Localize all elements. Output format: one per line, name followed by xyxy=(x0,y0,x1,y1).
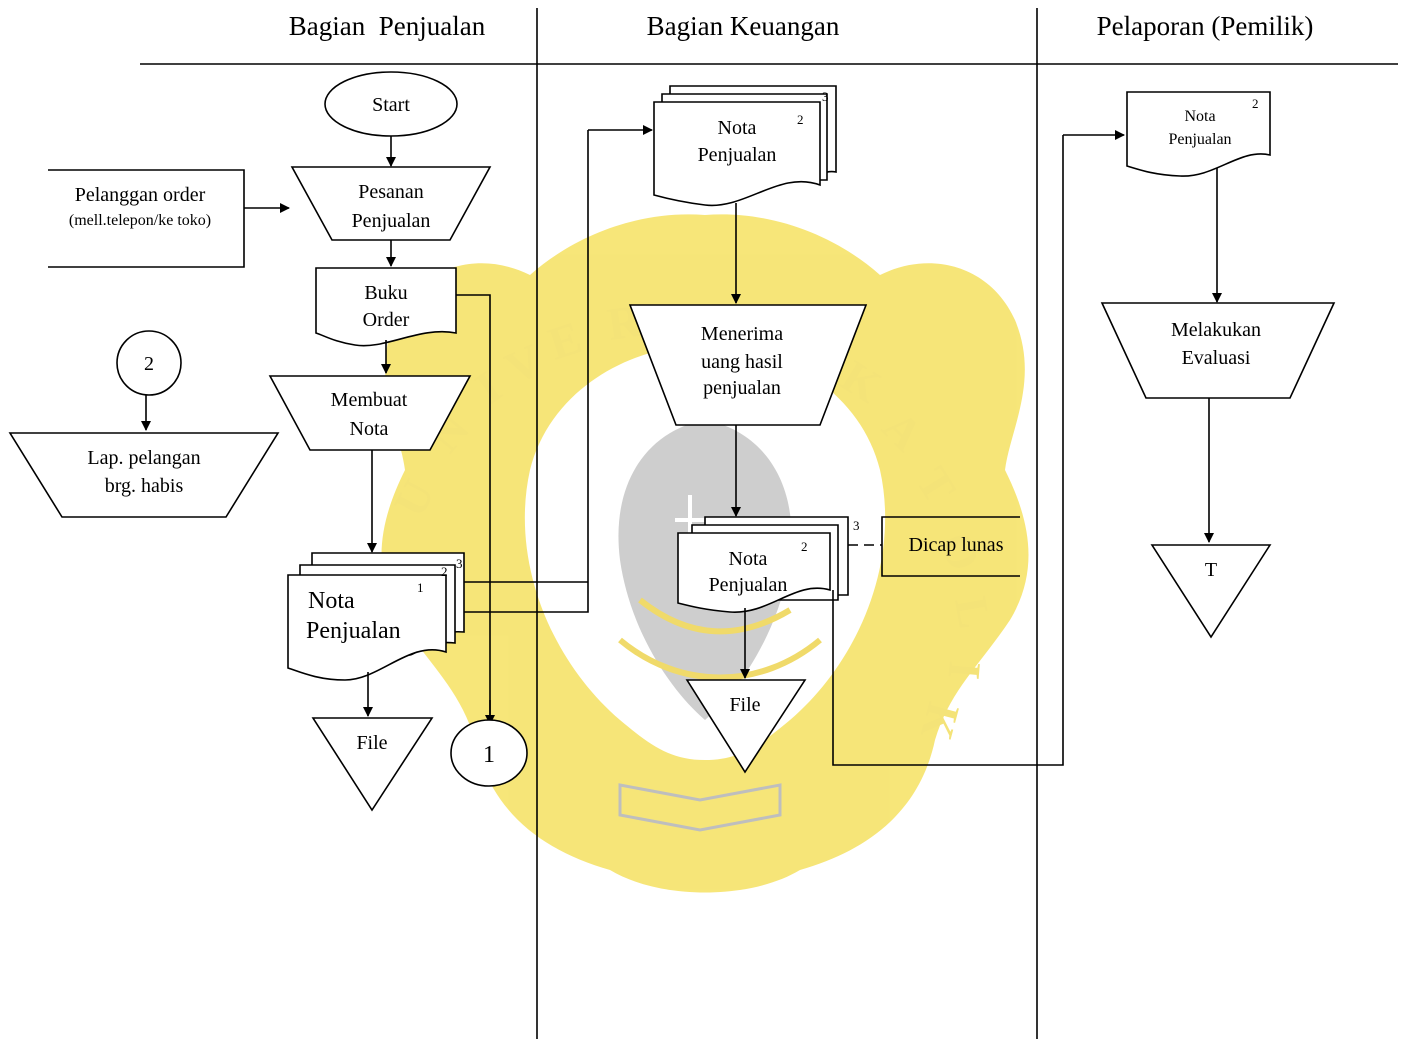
receive-label-1: Menerima xyxy=(701,323,783,345)
sales-file-storage: File xyxy=(311,717,434,812)
sales-order-manual-op: Pesanan Penjualan xyxy=(290,166,492,241)
customer-order-input: Pelanggan order (mell.telepon/ke toko) xyxy=(48,169,245,268)
nota-copy-2: 2 xyxy=(441,564,448,579)
connector-1-label: 1 xyxy=(483,742,495,768)
customer-label-2: (mell.telepon/ke toko) xyxy=(69,212,211,229)
watermark-logo: U N I V E R S I T A K A T O L I K xyxy=(381,214,1029,893)
receive-label-2: uang hasil xyxy=(701,351,783,373)
end-label: T xyxy=(1205,559,1217,581)
finance-nota-label-2: Penjualan xyxy=(698,144,777,166)
receive-money-manual-op: Menerima uang hasil penjualan xyxy=(628,304,868,426)
customer-label-1: Pelanggan order xyxy=(75,184,206,206)
stamp-annotation: Dicap lunas xyxy=(881,516,1020,577)
watermark-letter-i3: I xyxy=(938,659,990,681)
nota-copy-3: 3 xyxy=(456,556,463,571)
owner-nota-copy: 2 xyxy=(1252,96,1259,111)
report-label-1: Lap. pelangan xyxy=(87,447,200,469)
lane-header-sales: Bagian Penjualan xyxy=(289,11,486,41)
stamp-label: Dicap lunas xyxy=(909,534,1004,556)
book-label-1: Buku xyxy=(364,282,407,304)
start-label: Start xyxy=(372,94,410,116)
evaluation-manual-op: Melakukan Evaluasi xyxy=(1100,302,1336,399)
owner-invoice-document: 2 Nota Penjualan xyxy=(1126,91,1271,177)
make-invoice-manual-op: Membuat Nota xyxy=(268,375,472,451)
finance-nota-copy-2: 2 xyxy=(797,112,804,127)
connector-1: 1 xyxy=(450,719,528,787)
stamped-label-2: Penjualan xyxy=(709,574,788,596)
lane-header-finance: Bagian Keuangan xyxy=(647,11,840,41)
stamped-copy-3: 3 xyxy=(853,518,860,533)
finance-nota-label-1: Nota xyxy=(718,117,757,139)
lane-header-owner: Pelaporan (Pemilik) xyxy=(1097,11,1314,41)
make-label-1: Membuat xyxy=(331,389,408,411)
owner-nota-label-1: Nota xyxy=(1184,108,1215,125)
order-label-1: Pesanan xyxy=(358,181,424,203)
line-stamped-to-owner xyxy=(832,135,1064,766)
order-book-document: Buku Order xyxy=(315,267,457,347)
end-storage: T xyxy=(1150,544,1272,639)
owner-nota-label-2: Penjualan xyxy=(1168,131,1231,148)
out-of-stock-report: Lap. pelangan brg. habis xyxy=(8,432,280,518)
eval-label-2: Evaluasi xyxy=(1182,347,1251,369)
order-label-2: Penjualan xyxy=(352,210,431,232)
book-label-2: Order xyxy=(363,309,410,331)
line-book-to-connector1 xyxy=(456,294,491,728)
line-nota-to-finance xyxy=(464,130,589,613)
connector-2: 2 xyxy=(116,330,182,396)
sales-invoice-multidoc: 3 2 1 Nota Penjualan xyxy=(287,552,465,681)
finance-file-storage: File xyxy=(685,679,807,774)
stamped-copy-2: 2 xyxy=(801,539,808,554)
report-label-2: brg. habis xyxy=(105,475,184,497)
start-terminator: Start xyxy=(324,71,458,137)
nota-label-2: Penjualan xyxy=(306,618,401,644)
stamped-label-1: Nota xyxy=(729,548,768,570)
connector-2-label: 2 xyxy=(144,353,154,375)
finance-file-label: File xyxy=(729,694,760,716)
nota-label-1: Nota xyxy=(308,588,355,614)
nota-copy-1: 1 xyxy=(417,580,424,595)
receive-label-3: penjualan xyxy=(703,377,781,399)
make-label-2: Nota xyxy=(350,418,389,440)
finance-invoice-multidoc: 3 2 Nota Penjualan xyxy=(653,85,837,207)
finance-nota-copy-3: 3 xyxy=(822,89,829,104)
sales-file-label: File xyxy=(356,732,387,754)
stamped-invoice-multidoc: 3 2 Nota Penjualan xyxy=(677,516,860,613)
eval-label-1: Melakukan xyxy=(1171,319,1261,341)
